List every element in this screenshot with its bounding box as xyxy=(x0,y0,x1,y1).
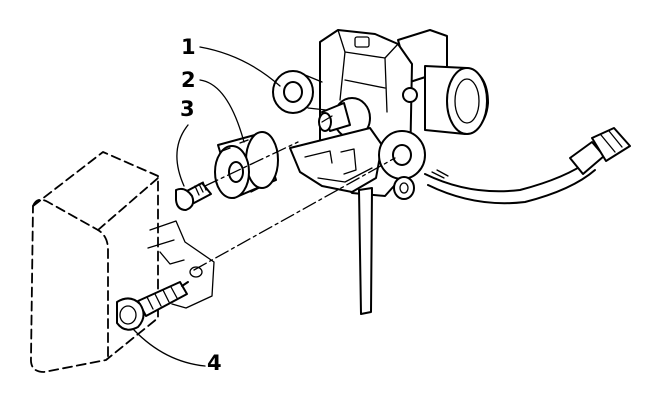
callout-3-label: 3 xyxy=(180,97,195,121)
callout-2-label: 2 xyxy=(181,68,196,92)
large-bolt-part xyxy=(116,281,189,331)
coupler-part xyxy=(214,131,279,199)
callout-1-label: 1 xyxy=(181,35,196,59)
callout-2: 2 xyxy=(181,68,245,143)
small-screw-part xyxy=(175,181,212,211)
protective-cover xyxy=(30,151,215,373)
callout-1: 1 xyxy=(181,35,281,87)
callout-3: 3 xyxy=(176,97,195,187)
callout-4: 4 xyxy=(133,329,222,375)
callout-4-label: 4 xyxy=(207,351,222,375)
alignment-lines xyxy=(193,141,396,271)
sensor-assembly xyxy=(272,29,631,315)
